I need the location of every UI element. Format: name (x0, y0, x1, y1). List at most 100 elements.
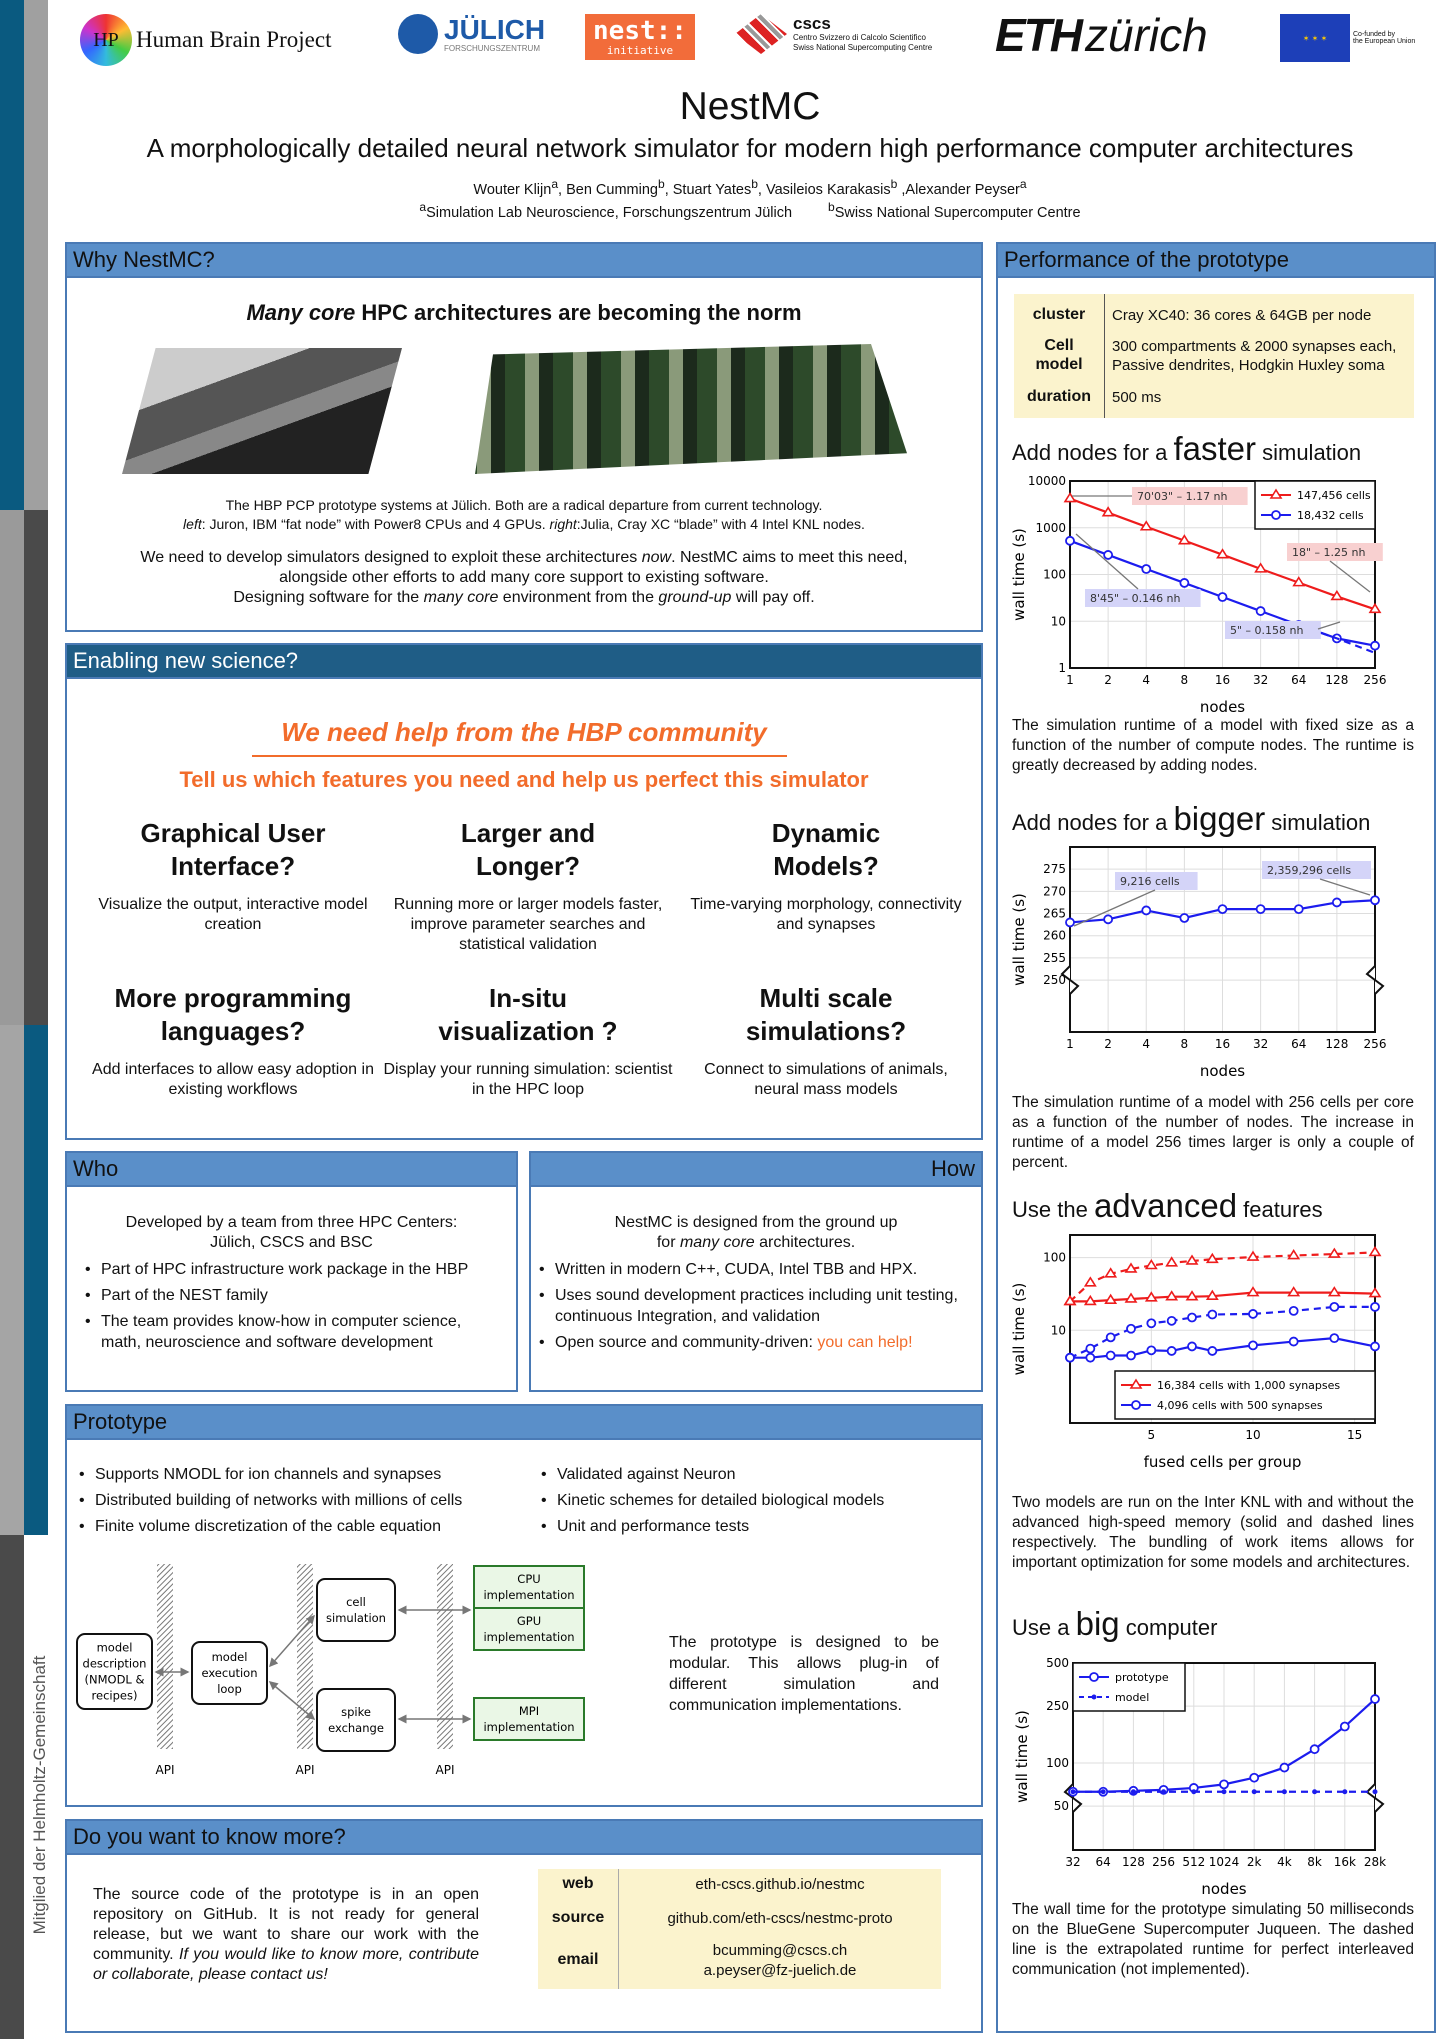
y-tick-label: 275 (1043, 862, 1066, 876)
who-panel: Who Developed by a team from three HPC C… (65, 1151, 518, 1392)
data-point (1185, 1290, 1199, 1301)
legend-marker (1131, 1400, 1141, 1410)
y-tick-label: 10 (1051, 1323, 1066, 1337)
cpu-implementation-box-label: implementation (483, 1588, 574, 1602)
legend-marker (1089, 1672, 1099, 1682)
cscs-logo-sub: Centro Svizzero di Calcolo Scientifico (793, 33, 926, 42)
contact-table: web eth-cscs.github.io/nestmc source git… (538, 1869, 941, 1989)
data-point (1141, 905, 1152, 916)
data-point (1370, 895, 1380, 906)
gpu-implementation-box-label: GPU (517, 1614, 541, 1628)
data-point (1126, 1323, 1136, 1334)
eu-logo-text: the European Union (1353, 38, 1416, 45)
list-item: Kinetic schemes for detailed biological … (537, 1490, 977, 1511)
data-point (1105, 1350, 1116, 1361)
nest-logo: nest::initiative (585, 14, 695, 60)
api-label: API (436, 1763, 455, 1777)
data-point (1370, 1694, 1380, 1704)
execution-loop-box-label: model (212, 1650, 248, 1664)
y-tick-label: 10 (1051, 614, 1066, 628)
how-panel: How NestMC is designed from the ground u… (529, 1151, 983, 1392)
data-point (1292, 576, 1306, 587)
annotation-arrow (1075, 533, 1139, 590)
gpu-implementation-box (473, 1607, 585, 1651)
know-more-panel: Do you want to know more? The source cod… (65, 1819, 983, 2033)
prototype-list-right: Validated against Neuron Kinetic schemes… (537, 1464, 977, 1542)
data-point (1104, 1267, 1118, 1278)
annotation-box (1132, 487, 1248, 505)
data-point (1179, 578, 1190, 588)
data-point (1144, 1291, 1158, 1302)
x-tick-label: 128 (1122, 1855, 1145, 1869)
legend-box (1072, 1662, 1186, 1712)
data-point (1339, 1721, 1350, 1732)
data-point (1205, 1289, 1219, 1300)
email-link[interactable]: bcumming@cscs.ch (712, 1942, 848, 1959)
data-point (1105, 1332, 1116, 1343)
data-point (1370, 1341, 1380, 1352)
setup-table: cluster Cray XC40: 36 cores & 64GB per n… (1014, 294, 1414, 418)
data-point (1124, 1262, 1138, 1273)
panel-title: Enabling new science? (67, 645, 981, 679)
series-line-0 (1070, 1291, 1376, 1303)
data-point (1191, 1789, 1197, 1795)
legend-marker (1129, 1378, 1143, 1389)
side-band (0, 1025, 24, 1535)
cpu-implementation-box-label: CPU (517, 1572, 540, 1586)
web-link[interactable]: eth-cscs.github.io/nestmc (695, 1876, 865, 1893)
why-heading: Many core HPC architectures are becoming… (246, 300, 802, 325)
x-axis-label: nodes (1201, 1880, 1246, 1898)
mpi-implementation-box-label: MPI (519, 1704, 539, 1718)
why-paragraph: We need to develop simulators designed t… (140, 549, 908, 606)
panel-title: Performance of the prototype (998, 244, 1434, 278)
data-point (1139, 520, 1153, 531)
x-tick-label: 15 (1347, 1428, 1362, 1442)
data-point (1216, 548, 1229, 559)
enabling-science-panel: Enabling new science? We need help from … (65, 643, 983, 1140)
axis-break-mark (1060, 965, 1080, 995)
plot-frame (1069, 1234, 1376, 1424)
setup-value: Cray XC40: 36 cores & 64GB per node (1112, 307, 1372, 324)
side-band (0, 1535, 24, 2039)
data-point (1083, 1294, 1097, 1306)
source-link[interactable]: github.com/eth-cscs/nestmc-proto (667, 1910, 893, 1927)
contact-label: source (551, 1909, 605, 1926)
x-tick-label: 32 (1253, 1037, 1268, 1051)
x-tick-label: 64 (1291, 673, 1306, 687)
list-item: Finite volume discretization of the cabl… (75, 1516, 515, 1537)
data-point (1085, 1352, 1096, 1363)
y-tick-label: 265 (1043, 907, 1066, 921)
data-point (1281, 1789, 1287, 1795)
data-point (1070, 1789, 1076, 1795)
email-link[interactable]: a.peyser@fz-juelich.de (703, 1962, 857, 1979)
data-point (1161, 1789, 1167, 1795)
author: Wouter Klijna (473, 177, 559, 198)
juelich-logo-text: JÜLICH (444, 13, 546, 45)
plot-frame (1069, 846, 1376, 1033)
x-tick-label: 8 (1181, 1037, 1189, 1051)
juron-server-photo (122, 348, 402, 474)
data-point (1329, 1301, 1340, 1312)
annotation-box (1085, 589, 1201, 607)
table-divider (1104, 294, 1105, 418)
x-tick-label: 128 (1325, 673, 1348, 687)
data-point (1368, 602, 1382, 614)
affiliation: bSwiss National Supercomputer Centre (828, 200, 1081, 221)
model-description-box-label: model (97, 1641, 133, 1655)
annotation-label: 5" – 0.158 nh (1230, 624, 1304, 637)
side-band (0, 0, 24, 510)
data-point (1144, 1258, 1158, 1270)
annotation-arrow (1317, 621, 1341, 630)
legend-label: 18,432 cells (1297, 509, 1364, 522)
help-link[interactable]: you can help! (817, 1334, 913, 1351)
data-point (1368, 1245, 1382, 1257)
why-nestmc-panel: Why NestMC? Many core HPC architectures … (65, 242, 983, 632)
data-point (1246, 1286, 1260, 1297)
data-point (1368, 1287, 1382, 1298)
data-point (1101, 506, 1115, 517)
list-item: Unit and performance tests (537, 1516, 977, 1537)
